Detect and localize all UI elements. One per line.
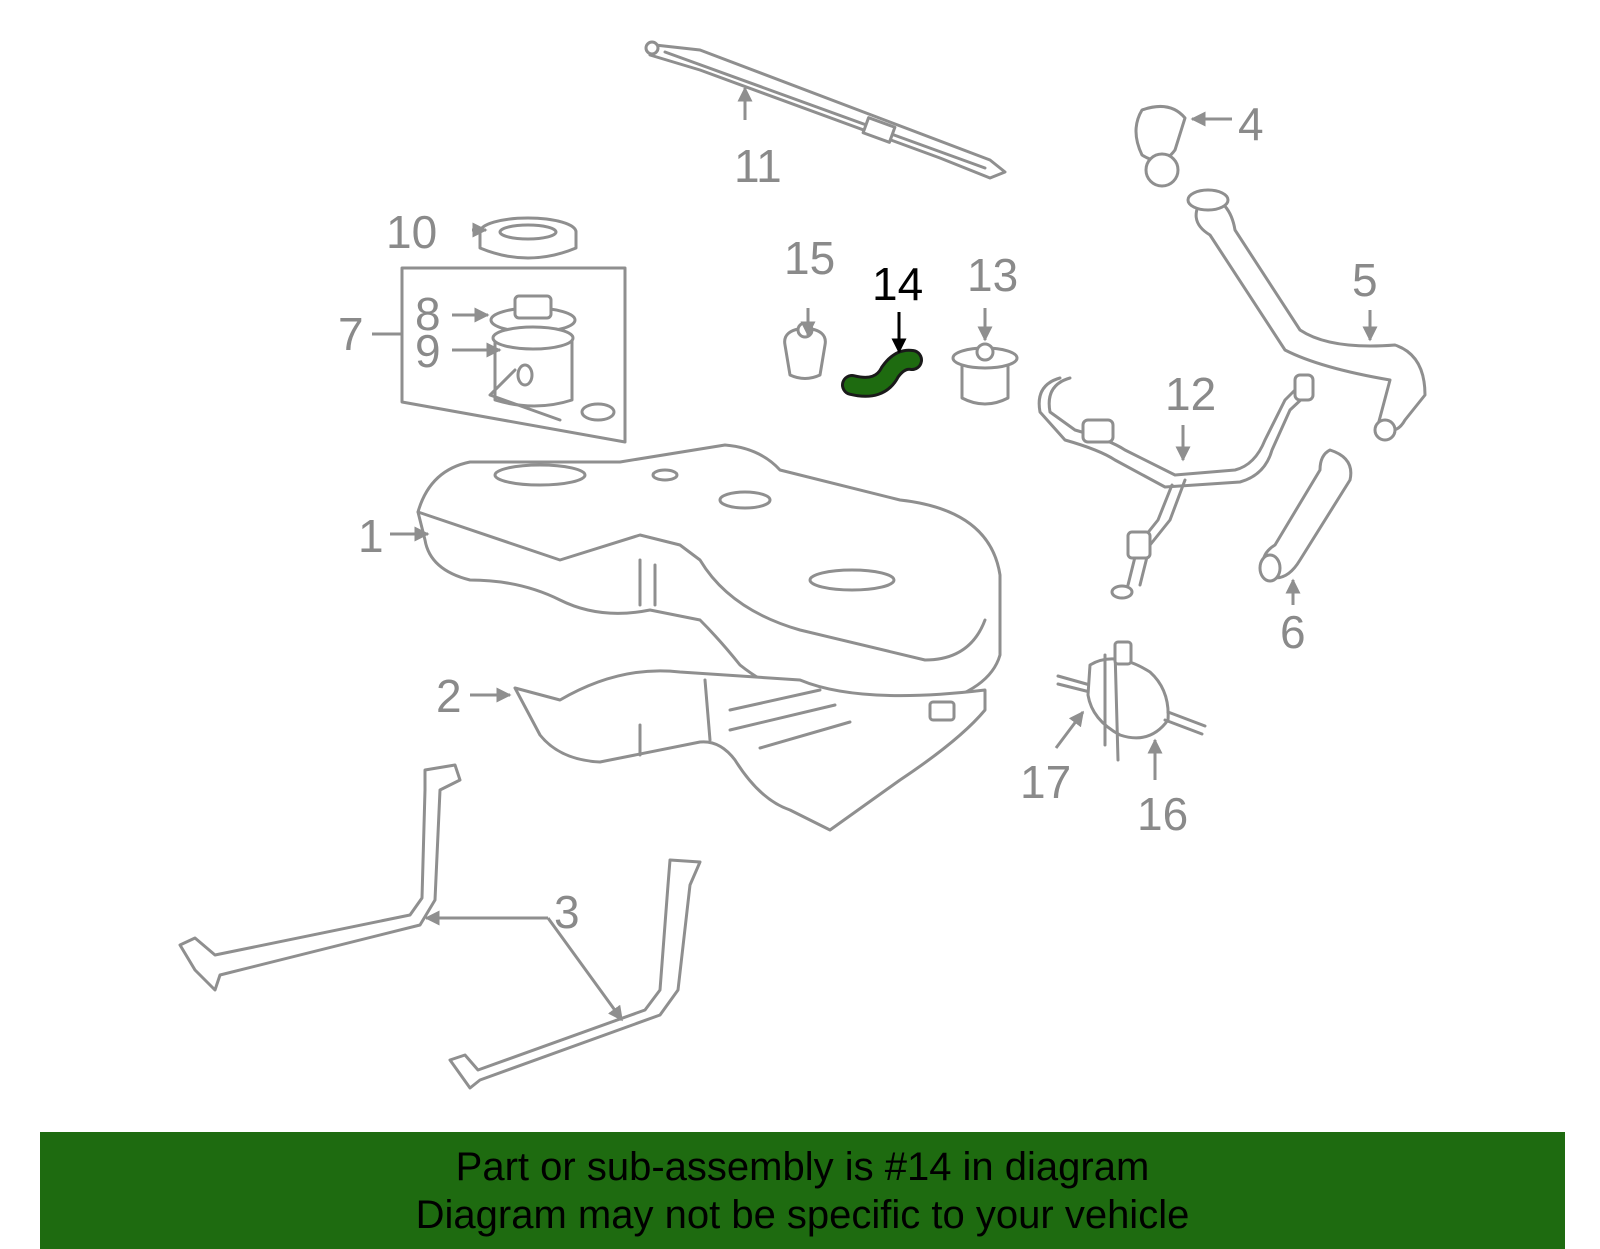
- callout-1: 1: [358, 510, 384, 562]
- parts-diagram: 1 2 3 4 5 6 7 8 9 10 11 12 13 14 15 16 1…: [178, 40, 1427, 1090]
- part-3-strap-right: [448, 858, 702, 1090]
- callout-9: 9: [415, 325, 441, 377]
- banner-line-disclaimer: Diagram may not be specific to your vehi…: [415, 1192, 1190, 1237]
- callout-4: 4: [1238, 98, 1264, 150]
- callout-7: 7: [338, 308, 364, 360]
- callout-16: 16: [1137, 788, 1188, 840]
- banner-line-part-info: Part or sub-assembly is #14 in diagram: [455, 1144, 1150, 1189]
- callout-6: 6: [1280, 606, 1306, 658]
- callout-leaders: [372, 86, 1378, 1022]
- part-13-filter: [951, 342, 1019, 406]
- callout-10: 10: [386, 206, 437, 258]
- callout-5: 5: [1352, 254, 1378, 306]
- callout-13: 13: [967, 249, 1018, 301]
- part-7-module-box: [400, 266, 627, 444]
- part-4-filler-cap: [1134, 104, 1187, 188]
- callout-14-highlighted: 14: [872, 258, 923, 310]
- part-11-brace: [644, 40, 1007, 180]
- callout-12: 12: [1165, 368, 1216, 420]
- callout-17: 17: [1020, 756, 1071, 808]
- part-14-hose: [841, 348, 923, 398]
- part-10-seal-ring: [478, 216, 578, 260]
- callout-3: 3: [554, 886, 580, 938]
- callout-15: 15: [784, 232, 835, 284]
- info-banner: Part or sub-assembly is #14 in diagram D…: [40, 1132, 1565, 1249]
- callout-11: 11: [734, 140, 782, 192]
- part-6-hose: [1258, 448, 1353, 583]
- part-1-fuel-tank: [416, 443, 1002, 707]
- callout-labels: 1 2 3 4 5 6 7 8 9 10 11 12 13 14 15 16 1…: [338, 98, 1378, 938]
- part-3-strap-left: [178, 763, 462, 992]
- part-2-skid-plate: [513, 669, 987, 832]
- part-8-9-fuel-pump: [488, 294, 616, 422]
- part-16-17-fuel-filter: [1056, 640, 1207, 762]
- part-5-filler-neck: [1186, 188, 1427, 442]
- callout-8: 8: [415, 288, 441, 340]
- part-15-valve: [783, 321, 827, 380]
- callout-2: 2: [436, 670, 462, 722]
- part-12-vent-hoses: [1037, 373, 1315, 600]
